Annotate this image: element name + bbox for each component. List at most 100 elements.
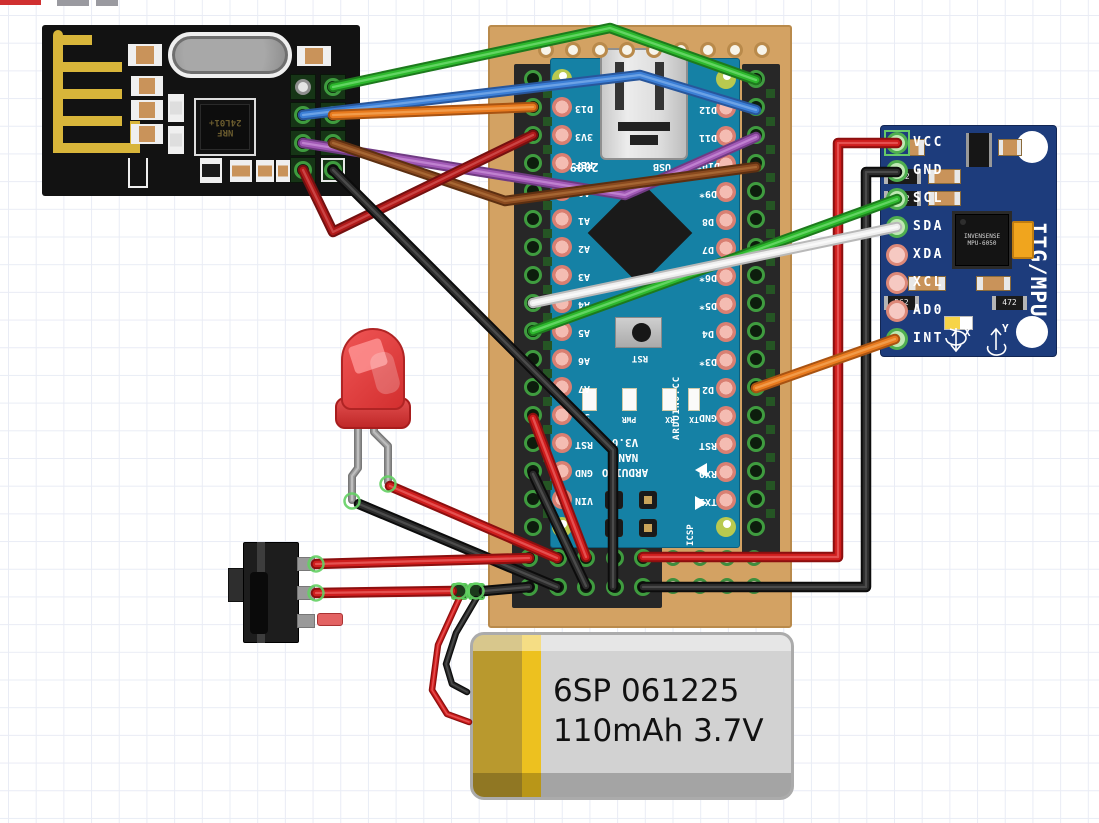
reset-button-cap[interactable] (632, 323, 651, 342)
bottom-header-hole[interactable] (577, 549, 595, 567)
strip-hole-right[interactable] (747, 350, 765, 368)
strip-hole-right[interactable] (747, 266, 765, 284)
strip-hole-left[interactable] (524, 490, 542, 508)
strip-hole-right[interactable] (747, 98, 765, 116)
switch-pin-mid[interactable] (297, 586, 315, 600)
perfboard-hole-green[interactable] (692, 578, 708, 594)
strip-square (766, 341, 775, 350)
strip-hole-right[interactable] (747, 490, 765, 508)
strip-hole-left[interactable] (524, 294, 542, 312)
nrf-pin-hole-bare[interactable] (295, 79, 311, 95)
perfboard-hole-green[interactable] (665, 550, 681, 566)
nrf-pin-hole[interactable] (324, 161, 342, 179)
strip-hole-right[interactable] (747, 378, 765, 396)
connection-glow (379, 475, 397, 493)
mpu-pad-XDA[interactable] (886, 244, 908, 266)
strip-hole-right[interactable] (747, 294, 765, 312)
strip-square (543, 257, 552, 266)
junction-pad-negative[interactable] (468, 583, 485, 600)
strip-hole-left[interactable] (524, 154, 542, 172)
perfboard-hole[interactable] (565, 42, 581, 58)
strip-hole-right[interactable] (747, 462, 765, 480)
perfboard-hole-green[interactable] (665, 578, 681, 594)
connection-glow (343, 492, 361, 510)
switch-pin-bottom[interactable] (297, 614, 315, 628)
bottom-header-hole[interactable] (520, 578, 538, 596)
strip-hole-right[interactable] (747, 406, 765, 424)
mpu-pad-AD0[interactable] (886, 300, 908, 322)
strip-hole-left[interactable] (524, 182, 542, 200)
battery-bottom-shade (473, 773, 791, 797)
bottom-header-hole[interactable] (548, 549, 567, 567)
perfboard-hole-green[interactable] (692, 550, 708, 566)
strip-hole-right[interactable] (747, 154, 765, 172)
strip-hole-left[interactable] (524, 238, 542, 256)
wire-battery-positive-lead[interactable] (428, 595, 473, 726)
strip-hole-right[interactable] (747, 434, 765, 452)
mpu-pad-SDA[interactable] (886, 216, 908, 238)
strip-hole-right[interactable] (747, 210, 765, 228)
nano-pin-label-right: D6* (698, 272, 718, 283)
mpu-pad-VCC[interactable] (886, 132, 908, 154)
perfboard-hole-green[interactable] (746, 578, 762, 594)
strip-hole-left[interactable] (524, 350, 542, 368)
nano-pin-label-right: RX0 (698, 468, 718, 479)
bottom-header-hole[interactable] (605, 578, 624, 596)
bottom-header-hole[interactable] (577, 578, 595, 596)
strip-hole-right[interactable] (747, 182, 765, 200)
strip-hole-right[interactable] (747, 70, 765, 88)
strip-hole-left[interactable] (524, 434, 542, 452)
slide-switch[interactable] (228, 542, 348, 643)
nano-pin-label-left: 5V (577, 411, 591, 422)
bottom-header-hole[interactable] (520, 549, 538, 567)
perfboard-hole[interactable] (619, 42, 635, 58)
nrf-pin-hole[interactable] (294, 106, 312, 124)
junction-pad-positive[interactable] (451, 583, 468, 600)
strip-hole-left[interactable] (524, 406, 542, 424)
bottom-header-hole[interactable] (634, 578, 652, 596)
nrf-pin-hole[interactable] (294, 134, 312, 152)
strip-hole-right[interactable] (747, 238, 765, 256)
bottom-header-hole[interactable] (634, 549, 652, 567)
perfboard-hole[interactable] (646, 42, 662, 58)
perfboard-hole-green[interactable] (719, 578, 735, 594)
smd-resistor (276, 160, 290, 182)
perfboard-hole[interactable] (538, 42, 554, 58)
strip-hole-left[interactable] (524, 126, 542, 144)
mpu-pad-SCL[interactable] (886, 188, 908, 210)
strip-hole-left[interactable] (524, 70, 542, 88)
lipo-battery[interactable]: 6SP 061225 110mAh 3.7V (470, 632, 794, 800)
strip-hole-left[interactable] (524, 378, 542, 396)
strip-square (766, 369, 775, 378)
nrf-pin-hole[interactable] (324, 106, 342, 124)
switch-pin-top[interactable] (297, 557, 315, 571)
perfboard-hole[interactable] (727, 42, 743, 58)
perfboard-hole[interactable] (592, 42, 608, 58)
strip-hole-right[interactable] (747, 518, 765, 536)
perfboard-hole[interactable] (700, 42, 716, 58)
strip-hole-left[interactable] (524, 266, 542, 284)
mpu-pad-GND[interactable] (886, 160, 908, 182)
perfboard-hole[interactable] (754, 42, 770, 58)
red-led[interactable] (335, 328, 411, 429)
nrf-pin-hole[interactable] (324, 78, 342, 96)
strip-hole-left[interactable] (524, 322, 542, 340)
strip-hole-left[interactable] (524, 98, 542, 116)
perfboard-hole[interactable] (673, 42, 689, 58)
perfboard-hole-green[interactable] (719, 550, 735, 566)
mpu-pad-INT[interactable] (886, 328, 908, 350)
bottom-header-hole[interactable] (548, 578, 567, 596)
nrf-pin-hole[interactable] (324, 134, 342, 152)
strip-hole-right[interactable] (747, 322, 765, 340)
perfboard-hole-green[interactable] (746, 550, 762, 566)
mpu-pad-XCL[interactable] (886, 272, 908, 294)
strip-hole-right[interactable] (747, 126, 765, 144)
strip-hole-left[interactable] (524, 518, 542, 536)
bottom-header-hole[interactable] (605, 549, 624, 567)
strip-hole-left[interactable] (524, 210, 542, 228)
reset-label: RST (631, 353, 649, 363)
strip-hole-left[interactable] (524, 462, 542, 480)
strip-square (543, 425, 552, 434)
nrf-pin-hole[interactable] (294, 161, 312, 179)
